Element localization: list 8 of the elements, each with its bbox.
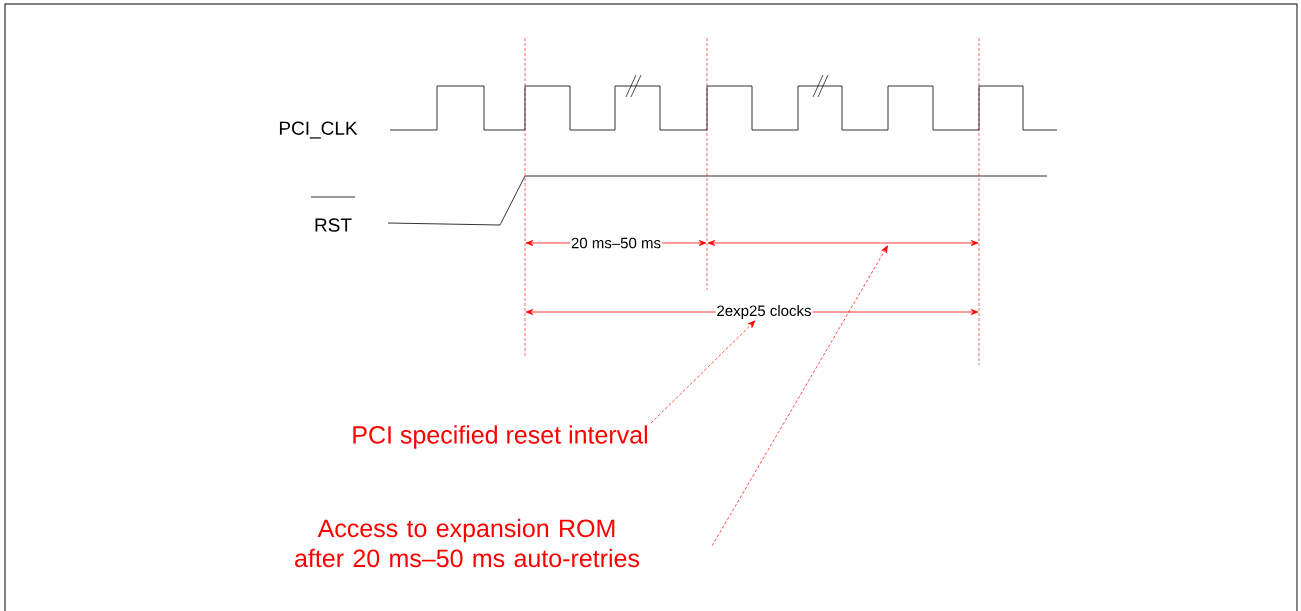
dimension-label: 2exp25 clocks [715, 304, 813, 320]
callout-text: PCI specified reset interval [353, 425, 647, 449]
dimension-label: 20 ms–50 ms [570, 236, 663, 250]
callout-text: Access to expansion ROM after 20 ms–50 ms auto-retries [295, 518, 640, 568]
signal-name: RST [315, 218, 352, 232]
signal-name: PCI_CLK [279, 121, 358, 139]
leader-line [650, 320, 756, 424]
leader-line [711, 245, 888, 546]
